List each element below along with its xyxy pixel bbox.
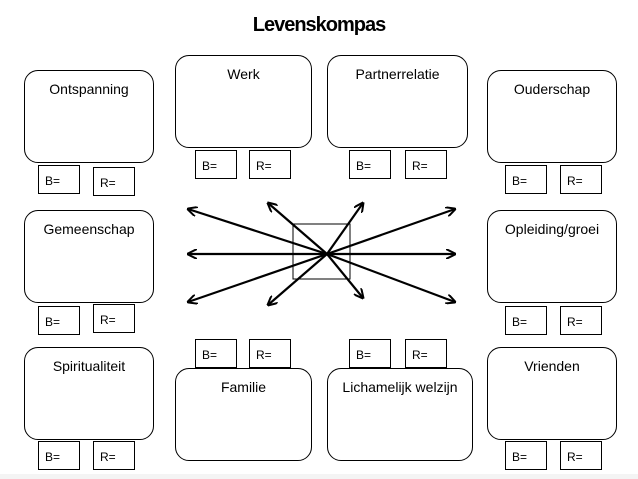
score-r-spiritualiteit[interactable]: R= [93, 441, 135, 470]
arrow-to-lichamelijk-welzijn [326, 253, 363, 298]
area-label: Ontspanning [49, 81, 129, 97]
score-r-werk[interactable]: R= [249, 150, 291, 179]
area-label: Opleiding/groei [504, 221, 600, 237]
area-partnerrelatie[interactable]: Partnerrelatie [327, 55, 468, 148]
score-b-partnerrelatie[interactable]: B= [349, 150, 391, 179]
score-r-lichamelijk-welzijn[interactable]: R= [405, 339, 447, 368]
area-spiritualiteit[interactable]: Spiritualiteit [24, 347, 154, 440]
area-label: Vrienden [524, 358, 580, 374]
arrow-to-werk [268, 203, 328, 255]
arrow-to-vrienden [326, 252, 455, 302]
score-b-opleiding-groei[interactable]: B= [505, 306, 547, 335]
arrow-to-ontspanning [188, 209, 328, 256]
area-vrienden[interactable]: Vrienden [487, 347, 617, 440]
area-lichamelijk-welzijn[interactable]: Lichamelijk welzijn [327, 368, 473, 461]
area-label: Lichamelijk welzijn [342, 379, 458, 395]
score-b-lichamelijk-welzijn[interactable]: B= [349, 339, 391, 368]
area-label: Gemeenschap [43, 221, 135, 237]
area-familie[interactable]: Familie [175, 368, 312, 461]
area-gemeenschap[interactable]: Gemeenschap [24, 210, 154, 303]
diagram-title: Levenskompas [252, 14, 387, 36]
score-b-werk[interactable]: B= [195, 150, 237, 179]
compass-center-square [292, 223, 351, 280]
area-label: Ouderschap [513, 81, 591, 97]
score-r-opleiding-groei[interactable]: R= [560, 306, 602, 335]
score-b-ouderschap[interactable]: B= [505, 165, 547, 194]
area-label: Familie [220, 379, 267, 395]
score-b-gemeenschap[interactable]: B= [38, 306, 80, 335]
area-label: Spiritualiteit [52, 358, 126, 374]
score-r-vrienden[interactable]: R= [560, 441, 602, 470]
arrow-to-familie [268, 253, 328, 305]
score-r-gemeenschap[interactable]: R= [93, 304, 135, 333]
score-b-spiritualiteit[interactable]: B= [38, 441, 80, 470]
area-label: Partnerrelatie [355, 66, 440, 82]
score-r-ontspanning[interactable]: R= [93, 167, 135, 196]
score-b-familie[interactable]: B= [195, 339, 237, 368]
score-r-partnerrelatie[interactable]: R= [405, 150, 447, 179]
bottom-strip [0, 474, 638, 479]
score-b-vrienden[interactable]: B= [505, 441, 547, 470]
area-werk[interactable]: Werk [175, 55, 312, 148]
arrow-to-ouderschap [326, 209, 455, 256]
score-r-ouderschap[interactable]: R= [560, 165, 602, 194]
area-ontspanning[interactable]: Ontspanning [24, 70, 154, 163]
area-ouderschap[interactable]: Ouderschap [487, 70, 617, 163]
area-opleiding-groei[interactable]: Opleiding/groei [487, 210, 617, 303]
score-b-ontspanning[interactable]: B= [38, 165, 80, 194]
score-r-familie[interactable]: R= [249, 339, 291, 368]
arrow-to-spiritualiteit [188, 252, 328, 302]
arrow-to-partnerrelatie [326, 203, 363, 255]
area-label: Werk [227, 66, 260, 82]
